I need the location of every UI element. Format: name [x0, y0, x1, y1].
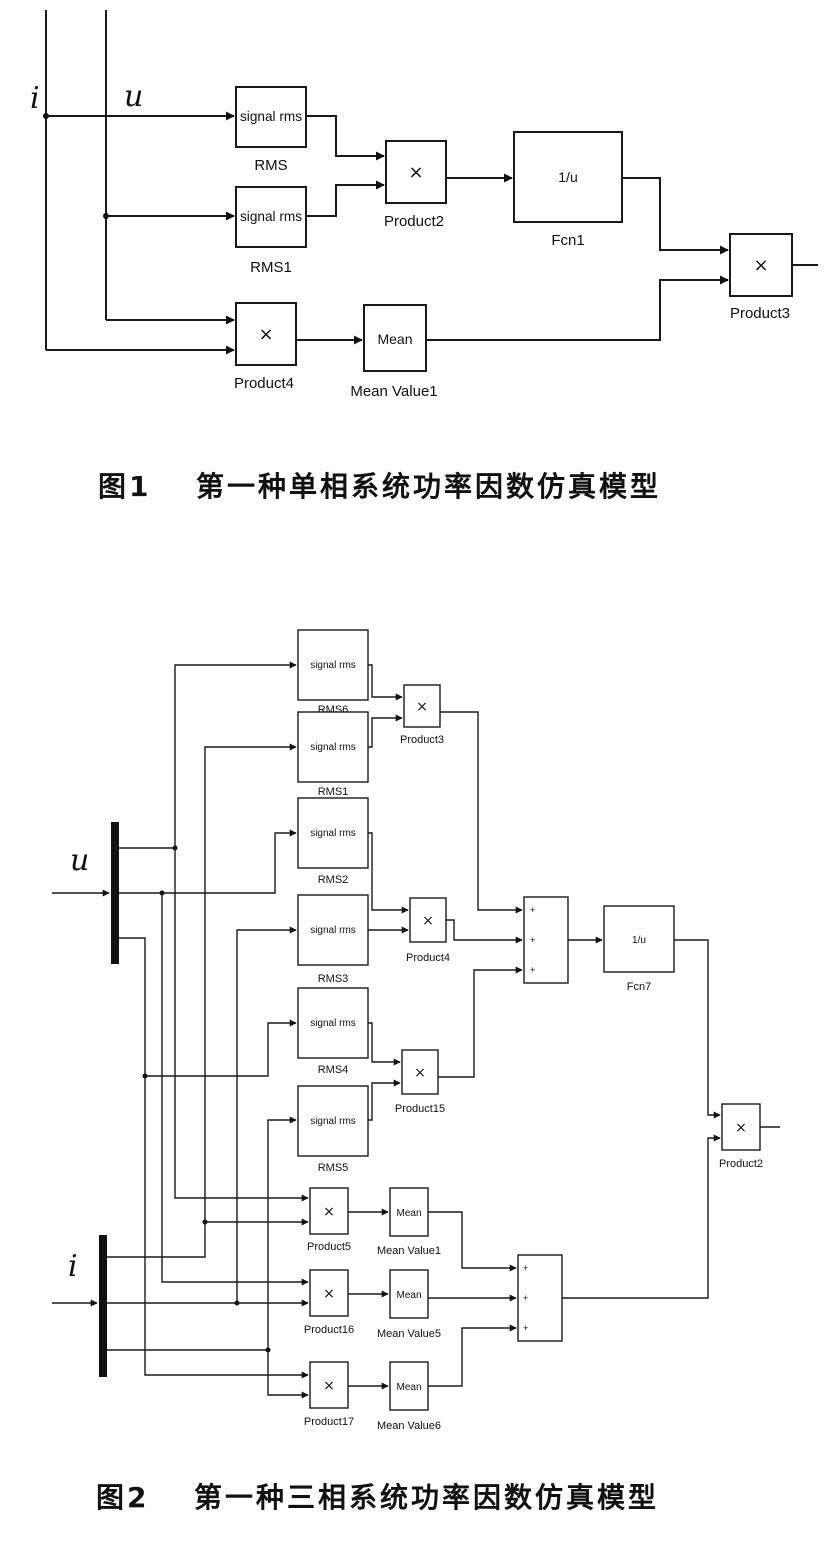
svg-text:signal rms: signal rms: [310, 925, 356, 936]
rms1-block: signal rms RMS1: [235, 186, 307, 276]
rms4-label: RMS4: [318, 1064, 349, 1076]
figure-2: u i signal rms RMS6: [52, 629, 780, 1514]
mean-value5-block: Mean Mean Value5: [377, 1269, 441, 1340]
rms-block-text: signal rms: [240, 108, 302, 124]
product17-block: × Product17: [304, 1361, 354, 1428]
svg-text:×: ×: [414, 1065, 426, 1081]
svg-text:signal rms: signal rms: [310, 1018, 356, 1029]
svg-text:×: ×: [323, 1204, 335, 1220]
svg-text:+: +: [530, 935, 535, 945]
fcn7-expr: 1/u: [632, 935, 646, 946]
mean-value6-block: Mean Mean Value6: [377, 1361, 441, 1432]
rms2-label: RMS2: [318, 874, 349, 886]
rms4-block: signal rms RMS4: [297, 987, 369, 1076]
svg-text:Mean: Mean: [396, 1290, 421, 1301]
mean-value5-label: Mean Value5: [377, 1328, 441, 1340]
product2-label: Product2: [384, 213, 444, 230]
svg-text:×: ×: [323, 1286, 335, 1302]
rms6-block: signal rms RMS6: [297, 629, 369, 716]
mean-value1-block: Mean Mean Value1: [350, 304, 438, 400]
svg-text:+: +: [523, 1293, 528, 1303]
svg-text:×: ×: [323, 1378, 335, 1394]
figure2-caption-number: 图2: [96, 1481, 149, 1514]
fcn1-expr: 1/u: [558, 169, 577, 185]
svg-text:signal rms: signal rms: [310, 742, 356, 753]
svg-text:×: ×: [735, 1120, 747, 1136]
product3-3ph-block: × Product3: [400, 684, 444, 746]
figure-1: i u signal rms RMS signal rms RMS1 ×: [30, 10, 818, 503]
svg-text:+: +: [530, 905, 535, 915]
rms5-label: RMS5: [318, 1162, 349, 1174]
svg-text:×: ×: [422, 913, 434, 929]
product17-label: Product17: [304, 1416, 354, 1428]
svg-text:signal rms: signal rms: [310, 828, 356, 839]
product3-symbol: ×: [753, 255, 768, 276]
signal-u-label-3ph: u: [70, 843, 89, 878]
signal-i-label-3ph: i: [68, 1249, 78, 1284]
rms5-block: signal rms RMS5: [297, 1085, 369, 1174]
product2-3ph-block: × Product2: [719, 1103, 763, 1170]
rms1-label: RMS1: [250, 259, 292, 276]
figure2-caption-text: 第一种三相系统功率因数仿真模型: [194, 1481, 659, 1514]
fcn7-label: Fcn7: [627, 981, 651, 993]
figure1-caption-number: 图1: [98, 470, 151, 503]
product16-block: × Product16: [304, 1269, 354, 1336]
product2-block: × Product2: [384, 140, 447, 230]
figure1-caption-text: 第一种单相系统功率因数仿真模型: [196, 470, 661, 503]
product3-label: Product3: [730, 305, 790, 322]
product3-3ph-label: Product3: [400, 734, 444, 746]
product2-3ph-label: Product2: [719, 1158, 763, 1170]
rms3-label: RMS3: [318, 973, 349, 985]
product2-symbol: ×: [408, 162, 423, 183]
mean-value1-text: Mean: [377, 331, 412, 347]
product5-block: × Product5: [307, 1187, 351, 1253]
product5-label: Product5: [307, 1241, 351, 1253]
product16-label: Product16: [304, 1324, 354, 1336]
product4-symbol: ×: [258, 324, 273, 345]
mean-value6-label: Mean Value6: [377, 1420, 441, 1432]
product4-label: Product4: [234, 375, 294, 392]
fcn1-block: 1/u Fcn1: [513, 131, 623, 249]
product15-label: Product15: [395, 1103, 445, 1115]
svg-text:+: +: [523, 1323, 528, 1333]
product4-block: × Product4: [234, 302, 297, 392]
rms1-3ph-block: signal rms RMS1: [297, 711, 369, 798]
rms-block: signal rms RMS: [235, 86, 307, 174]
rms3-block: signal rms RMS3: [297, 894, 369, 985]
product4-3ph-block: × Product4: [406, 897, 450, 964]
svg-text:×: ×: [416, 699, 428, 715]
signal-u-label: u: [124, 79, 143, 114]
signal-i-label: i: [30, 81, 40, 116]
svg-text:signal rms: signal rms: [310, 1116, 356, 1127]
svg-text:+: +: [523, 1263, 528, 1273]
rms2-block: signal rms RMS2: [297, 797, 369, 886]
sum1-block: + + +: [523, 896, 569, 984]
mean-value1-3ph-label: Mean Value1: [377, 1245, 441, 1257]
svg-text:+: +: [530, 965, 535, 975]
product3-block: × Product3: [729, 233, 793, 322]
product4-3ph-label: Product4: [406, 952, 450, 964]
svg-text:Mean: Mean: [396, 1208, 421, 1219]
mean-value1-label: Mean Value1: [350, 383, 437, 400]
svg-text:signal rms: signal rms: [310, 660, 356, 671]
fcn1-label: Fcn1: [551, 232, 584, 249]
mean-value1-3ph-block: Mean Mean Value1: [377, 1187, 441, 1257]
sum2-block: + + +: [517, 1254, 563, 1342]
svg-text:Mean: Mean: [396, 1382, 421, 1393]
rms-label: RMS: [254, 157, 287, 174]
product15-block: × Product15: [395, 1049, 445, 1115]
fcn7-block: 1/u Fcn7: [603, 905, 675, 993]
rms1-block-text: signal rms: [240, 208, 302, 224]
rms1-3ph-label: RMS1: [318, 786, 349, 798]
